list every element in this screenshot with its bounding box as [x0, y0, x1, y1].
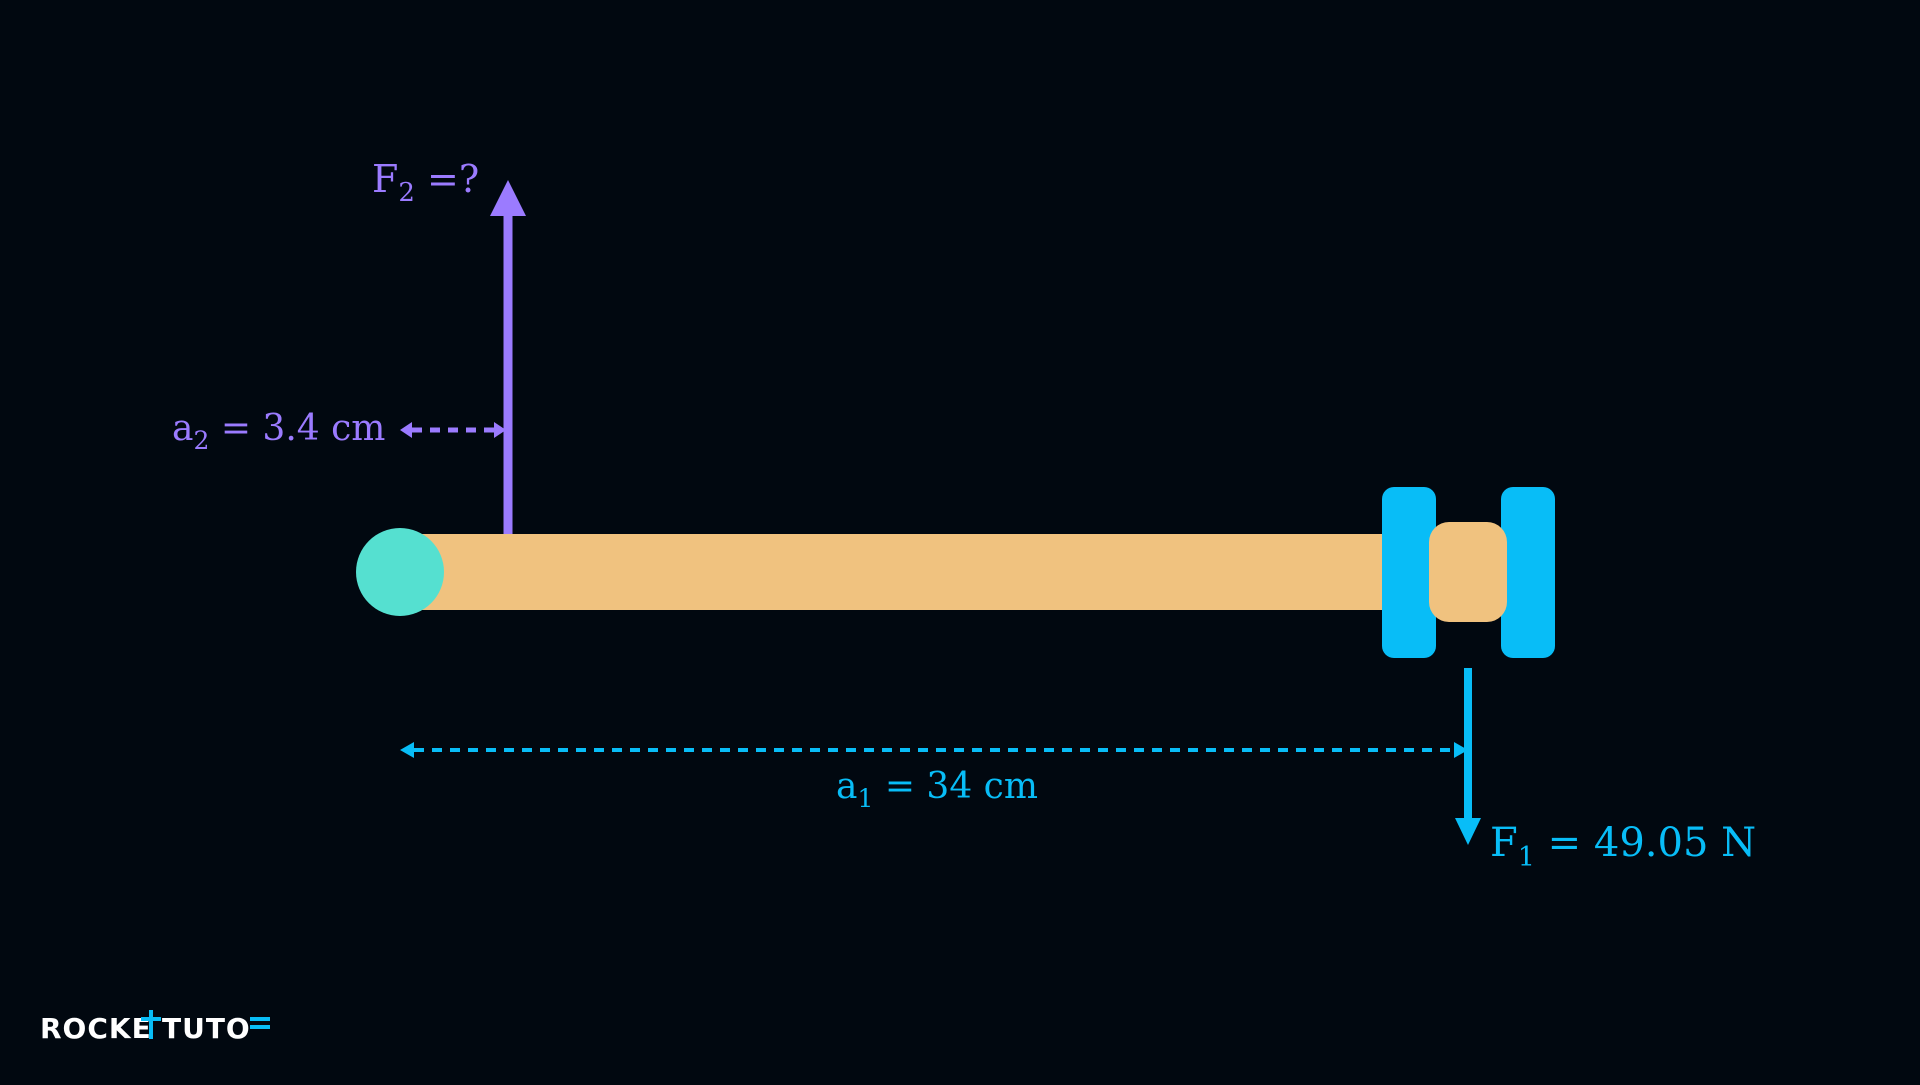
f1-symbol: F — [1490, 820, 1518, 866]
a2-symbol: a — [172, 408, 193, 449]
logo-text-right: TUTO — [162, 1012, 251, 1045]
a2-arrowhead-left — [400, 422, 412, 438]
a2-value: = 3.4 cm — [209, 408, 385, 449]
a1-label: a1 = 34 cm — [836, 766, 1038, 813]
f1-label: F1 = 49.05 N — [1490, 820, 1756, 873]
weight-plate-left — [1382, 487, 1436, 658]
logo-text-left: ROCKE — [40, 1012, 152, 1045]
a1-subscript: 1 — [857, 784, 873, 813]
a1-value: = 34 cm — [873, 766, 1038, 807]
a1-arrowhead-right — [1454, 742, 1468, 758]
lever-bar — [400, 534, 1400, 610]
f1-value: = 49.05 N — [1535, 820, 1756, 866]
weight-plate-right — [1501, 487, 1555, 658]
f2-symbol: F — [372, 157, 398, 201]
force-f2-arrowhead — [490, 180, 526, 216]
a2-label: a2 = 3.4 cm — [172, 408, 385, 455]
logo-plus-icon — [141, 1010, 161, 1039]
a1-symbol: a — [836, 766, 857, 807]
a1-arrowhead-left — [400, 742, 414, 758]
f1-subscript: 1 — [1518, 842, 1535, 873]
pivot-point — [356, 528, 444, 616]
a2-subscript: 2 — [193, 426, 209, 455]
force-f1-arrowhead — [1455, 818, 1481, 845]
logo-r-icon — [250, 1017, 270, 1029]
f2-subscript: 2 — [398, 178, 415, 208]
f2-label: F2 =? — [372, 157, 479, 208]
a2-arrowhead-right — [494, 422, 506, 438]
weight-handle — [1429, 522, 1507, 622]
f2-value: =? — [415, 157, 479, 201]
rocket-tutor-logo: ROCKE TUTO — [40, 1010, 270, 1045]
